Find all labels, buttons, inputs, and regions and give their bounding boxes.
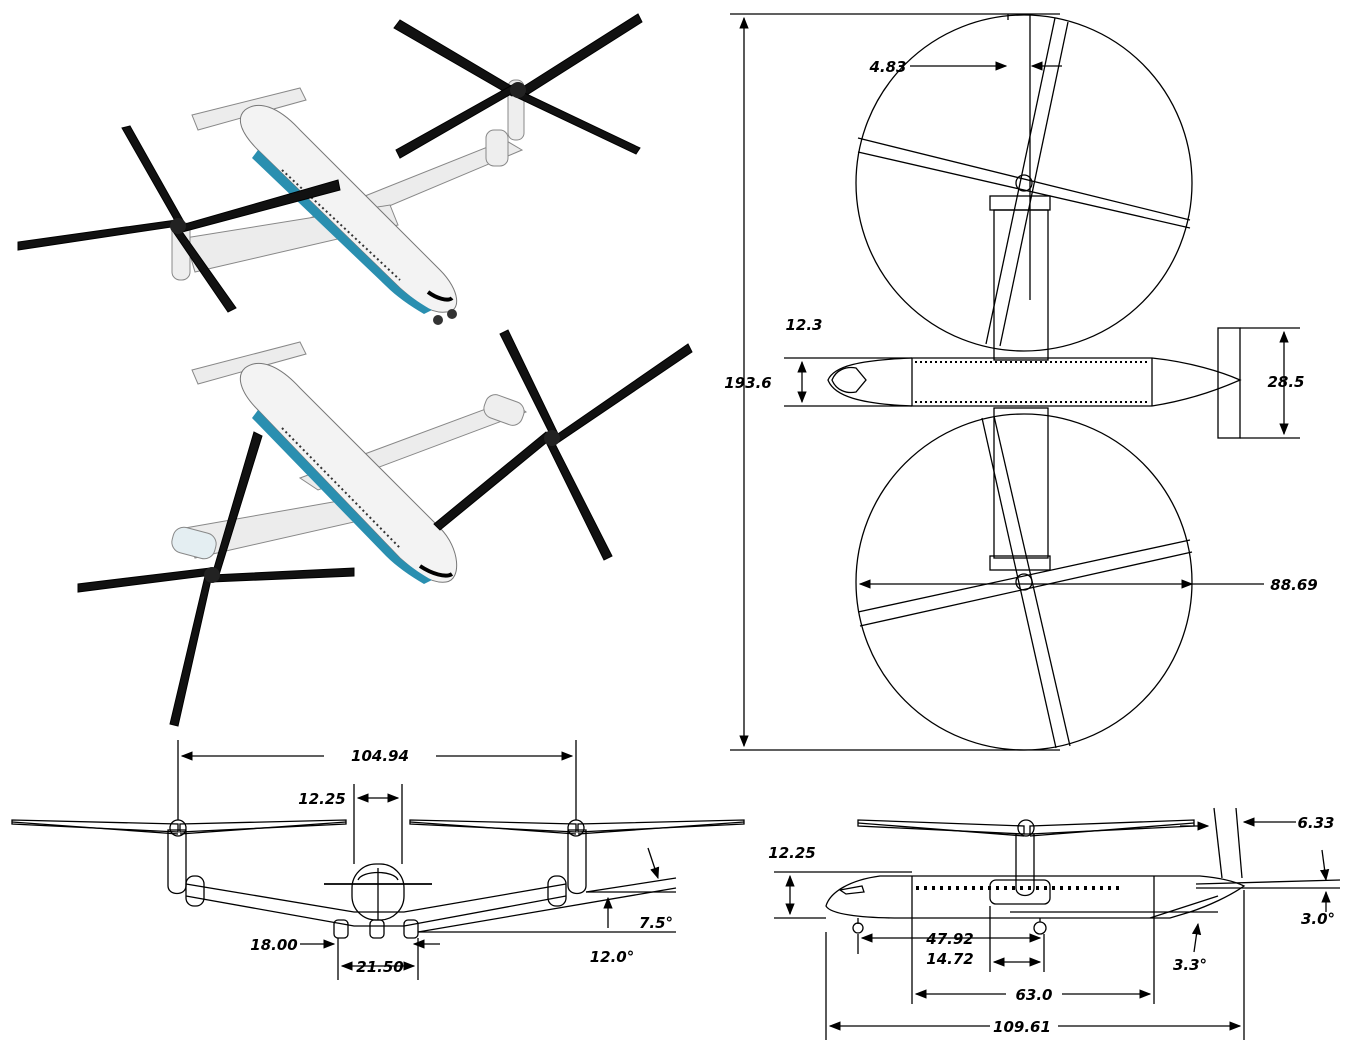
label-47-92: 47.92 xyxy=(925,930,973,948)
label-3-3-deg: 3.3° xyxy=(1173,956,1207,974)
rotor-side xyxy=(857,807,1243,897)
rotor-right-lower xyxy=(433,329,693,561)
dim-prop-gap: 4.83 xyxy=(868,58,1062,76)
dim-track: 18.00 21.50 xyxy=(250,936,440,980)
label-3-0-deg: 3.0° xyxy=(1301,910,1335,928)
dim-tail-span: 28.5 xyxy=(1240,327,1305,439)
dim-span-front: 104.94 xyxy=(177,740,577,820)
dim-cabin-length: 63.0 xyxy=(911,918,1155,1004)
label-21-50: 21.50 xyxy=(356,958,403,976)
dim-height-side: 12.25 xyxy=(768,844,912,919)
rotor-disc-bottom xyxy=(855,407,1193,751)
label-28-5: 28.5 xyxy=(1267,373,1304,391)
dim-tail-angle: 3.0° xyxy=(1195,849,1341,928)
dim-rotor-diameter: 88.69 xyxy=(858,576,1318,594)
side-view: 12.25 6.33 3.0° 3.3° 47.92 14.72 xyxy=(768,807,1341,1040)
dim-upsweep: 3.3° xyxy=(1010,895,1219,974)
label-6-33: 6.33 xyxy=(1297,814,1334,832)
label-109-61: 109.61 xyxy=(993,1018,1051,1036)
label-12-25-front: 12.25 xyxy=(298,790,345,808)
dim-fuselage-width-top: 12.3 xyxy=(784,316,912,407)
dim-nacelle-offset: 6.33 xyxy=(1180,814,1335,832)
label-4-83: 4.83 xyxy=(868,58,906,76)
dim-fuselage-width-front: 12.25 xyxy=(298,784,403,864)
label-7-5-deg: 7.5° xyxy=(639,914,673,932)
front-view: 104.94 12.25 18.00 21.50 7.5° 12.0° xyxy=(11,740,745,980)
rotors-front xyxy=(11,819,745,835)
rotor-far-upper xyxy=(393,13,643,159)
render-aircraft-lower xyxy=(77,329,693,727)
label-63-0: 63.0 xyxy=(1015,986,1052,1004)
label-12-0-deg: 12.0° xyxy=(590,948,635,966)
label-14-72: 14.72 xyxy=(926,950,973,968)
label-193-6: 193.6 xyxy=(724,374,771,392)
fuselage-front xyxy=(324,863,432,939)
dim-gear: 47.92 14.72 xyxy=(857,906,1045,972)
top-view: 193.6 4.83 12.3 28.5 88.69 xyxy=(724,13,1318,751)
rotor-near-upper xyxy=(17,125,341,313)
label-104-94: 104.94 xyxy=(351,747,409,765)
fuselage-top xyxy=(827,327,1242,439)
dim-overall-length-side: 109.61 xyxy=(825,890,1245,1040)
dim-overall-length-top: 193.6 xyxy=(724,13,1060,751)
label-88-69: 88.69 xyxy=(1270,576,1317,594)
render-aircraft-upper xyxy=(17,13,643,325)
rotor-disc-top xyxy=(855,14,1193,361)
dim-angles-front: 7.5° 12.0° xyxy=(417,847,677,966)
fuselage-side xyxy=(825,875,1246,935)
label-12-25-side: 12.25 xyxy=(768,844,815,862)
label-12-3: 12.3 xyxy=(785,316,822,334)
label-18-00: 18.00 xyxy=(250,936,297,954)
rotor-left-lower xyxy=(77,431,355,727)
window-row-upper xyxy=(281,169,401,281)
